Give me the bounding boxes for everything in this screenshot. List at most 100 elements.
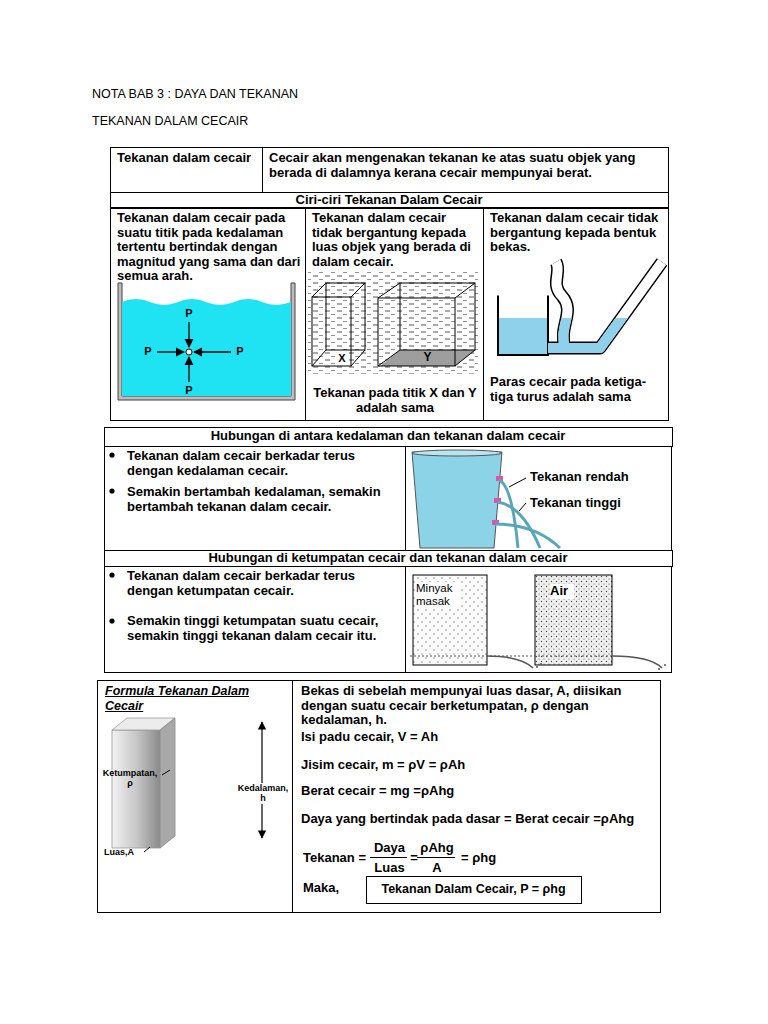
cell-text: Hubungan di ketumpatan cecair dan tekana… [105, 551, 671, 566]
bucket-water-jets [412, 452, 502, 548]
cell-subtext: Jisim cecair, m = ρV = ρAh [301, 758, 657, 773]
connected-vessels [556, 262, 567, 348]
cell-frame [406, 567, 672, 673]
connected-vessels [548, 262, 662, 348]
connected-vessels [548, 318, 662, 348]
prism-container [261, 722, 262, 838]
liquid-tank [122, 299, 291, 396]
density-containers [410, 575, 666, 670]
prism-container [144, 847, 150, 852]
bullet-dot [109, 488, 114, 493]
cell-subtext: A [418, 861, 456, 876]
dimension-label: Kedalaman, h [236, 783, 290, 804]
connected-vessels [499, 318, 547, 354]
section-header: Hubungan di ketumpatan cecair dan tekana… [104, 550, 673, 567]
bullet-cell: Tekanan dalam cecair berkadar terus deng… [104, 566, 406, 673]
fraction-bar [370, 857, 407, 858]
cell-text: Tekanan dalam cecair berkadar terus deng… [127, 449, 399, 478]
pressure-label: P [182, 307, 196, 320]
density-containers [536, 666, 538, 668]
cell-subtext: Paras cecair pada ketiga-tiga turus adal… [490, 375, 665, 404]
cell-subtext: ρAhg [418, 841, 456, 856]
cell-text: Tekanan dalam cecair tidak bergantung ke… [312, 211, 480, 269]
cell-frame [406, 447, 672, 551]
pressure-label: P [182, 384, 196, 397]
submerged-boxes [378, 298, 455, 366]
bullet-dot [109, 572, 114, 577]
liquid-label: Minyak masak [416, 582, 460, 608]
liquid-tank [188, 322, 189, 347]
feature-cell: Tekanan dalam cecair tidak bergantung ke… [483, 207, 669, 421]
cell-subtext: Daya yang bertindak pada dasar = Berat c… [301, 812, 657, 827]
term-cell: Tekanan dalam cecair [110, 147, 263, 193]
bucket-water-jets [412, 450, 502, 456]
liquid-tank [118, 283, 295, 400]
cell-text: Tekanan dalam cecair pada suatu titik pa… [117, 211, 301, 284]
cell-subtext: Semakin tinggi ketumpatan suatu cecair, … [127, 614, 399, 643]
prism-container [112, 730, 160, 848]
feature-cell: Tekanan dalam cecair tidak bergantung ke… [305, 207, 484, 421]
cell-subtext: Tekanan pada titik X dan Y adalah sama [310, 386, 480, 415]
cell-text: Cecair akan mengenakan tekanan ke atas s… [269, 151, 665, 180]
callout-label: Tekanan rendah [530, 470, 660, 485]
bullet-dot [109, 452, 114, 457]
liquid-tank [188, 357, 189, 382]
point-label: X [336, 352, 348, 365]
submerged-boxes [312, 297, 351, 366]
cell-text: Formula Tekanan Dalam Cecair [105, 684, 270, 713]
density-containers [487, 656, 533, 668]
submerged-boxes [351, 350, 365, 366]
cell-text: Bekas di sebelah mempunyai luas dasar, A… [301, 684, 657, 728]
cell-subtext: = [409, 851, 419, 866]
liquid-tank [157, 351, 184, 352]
connected-vessels [556, 262, 567, 348]
connected-vessels [497, 293, 549, 296]
bucket-water-jets [519, 503, 526, 511]
pressure-label: P [233, 345, 247, 358]
derivation-cell: Bekas di sebelah mempunyai luas dasar, A… [292, 680, 661, 913]
cell-text: Hubungan di antara kedalaman dan tekanan… [105, 429, 671, 444]
cell-subtext: Isi padu cecair, V = Ah [301, 730, 657, 745]
submerged-boxes [312, 350, 326, 366]
prism-container [162, 770, 170, 775]
dimension-label: Ketumpatan, ρ [99, 768, 161, 789]
density-containers [535, 575, 612, 665]
liquid-label: Air [550, 584, 574, 599]
submerged-boxes [378, 283, 400, 298]
submerged-boxes [351, 283, 365, 297]
bucket-water-jets [495, 524, 560, 548]
prism-container [160, 718, 175, 848]
result-box: Tekanan Dalam Cecair, P = ρhg [366, 876, 582, 904]
density-containers [410, 656, 612, 657]
submerged-boxes [400, 283, 475, 350]
cell-text: Tekanan dalam cecair [117, 151, 259, 166]
cell-subtext: Daya [371, 841, 408, 856]
connected-vessels [497, 262, 662, 356]
cell-subtext: Semakin bertambah kedalaman, semakin ber… [127, 485, 399, 514]
bullet-dot [109, 452, 114, 623]
connected-vessels [497, 294, 549, 356]
submerged-boxes [326, 283, 365, 350]
liquid-tank [194, 351, 231, 352]
liquid-tank [186, 349, 192, 355]
cell-subtext: Luas [371, 861, 408, 876]
connected-vessels [499, 294, 547, 354]
submerged-boxes [312, 283, 326, 297]
dimension-label: Luas,A [104, 847, 144, 857]
cell-subtext: Maka, [303, 881, 358, 896]
connected-vessels [548, 262, 662, 348]
definition-cell: Cecair akan mengenakan tekanan ke atas s… [262, 147, 669, 193]
cell-subtext: = ρhg [461, 851, 521, 866]
fraction-bar [417, 857, 455, 858]
cell-text: Ciri-ciri Tekanan Dalam Cecair [111, 193, 667, 208]
submerged-boxes [455, 350, 475, 366]
liquid-tank [118, 283, 295, 400]
submerged-boxes [378, 350, 400, 366]
point-label: Y [421, 351, 434, 365]
cell-text: Tekanan Dalam Cecair, P = ρhg [367, 882, 580, 897]
cell-text: Tekanan dalam cecair tidak bergantung ke… [490, 211, 665, 255]
bullet-dot [109, 618, 114, 623]
submerged-boxes [308, 270, 478, 374]
page-title: NOTA BAB 3 : DAYA DAN TEKANAN [92, 87, 298, 101]
callout-label: Tekanan tinggi [530, 496, 660, 511]
